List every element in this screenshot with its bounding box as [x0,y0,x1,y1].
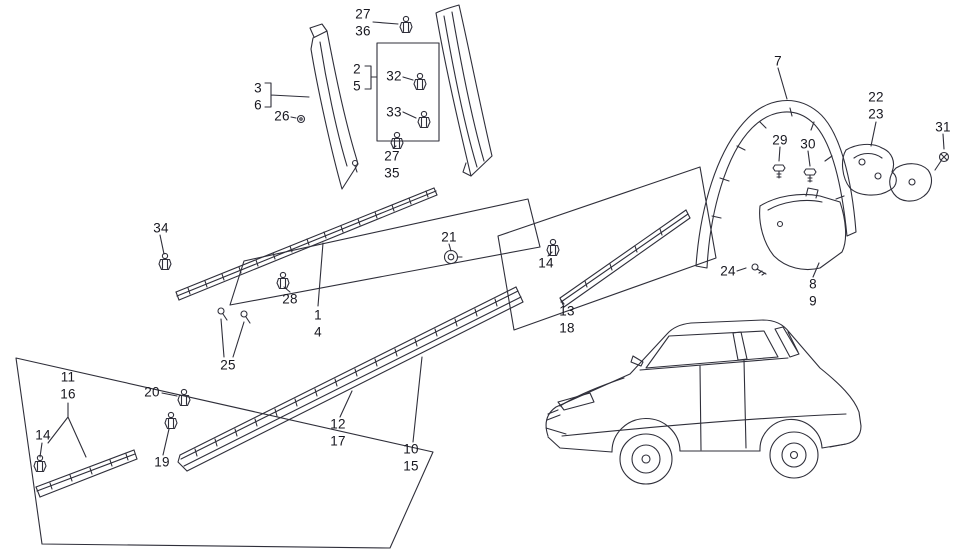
part-callout-27-b[interactable]: 27 [384,148,400,164]
part-callout-19[interactable]: 19 [154,454,170,470]
part-callout-14-a[interactable]: 14 [538,255,554,271]
clip-fastener-icon [276,271,290,290]
part-callout-14-b[interactable]: 14 [35,427,51,443]
part-callout-16[interactable]: 16 [60,386,76,402]
nut-icon [803,168,817,183]
part-callout-29[interactable]: 29 [772,132,788,148]
mud-guard [736,187,847,278]
part-callout-32[interactable]: 32 [386,68,402,84]
part-callout-6[interactable]: 6 [254,97,262,113]
clip-fastener-icon [399,15,413,34]
part-callout-9[interactable]: 9 [809,293,817,309]
group-box-rear-door [497,166,717,331]
part-callout-17[interactable]: 17 [330,433,346,449]
part-callout-24[interactable]: 24 [720,263,736,279]
center-pillar-garnish [309,23,359,190]
part-callout-1[interactable]: 1 [314,307,322,323]
part-callout-18[interactable]: 18 [559,320,575,336]
group-box-front [15,357,434,549]
part-callout-20[interactable]: 20 [144,384,160,400]
part-callout-34[interactable]: 34 [153,220,169,236]
clip-34-leader [159,234,165,255]
part-callout-21[interactable]: 21 [441,229,457,245]
clip-fastener-icon [417,110,431,129]
part-callout-30[interactable]: 30 [800,136,816,152]
clip-group-box [364,21,440,149]
wheel-arch-protector [695,67,857,269]
part-callout-36[interactable]: 36 [355,23,371,39]
part-callout-35[interactable]: 35 [384,165,400,181]
part-callout-12[interactable]: 12 [330,416,346,432]
part-callout-3[interactable]: 3 [254,80,262,96]
clip-fastener-icon [177,388,191,407]
part-callout-23[interactable]: 23 [868,106,884,122]
nut-icon [772,164,786,179]
part-callout-28[interactable]: 28 [282,291,298,307]
upper-door-molding [175,187,438,307]
clip-fastener-icon [413,72,427,91]
part-callout-13[interactable]: 13 [559,303,575,319]
screw-icon [751,263,767,276]
side-sill-molding [177,286,524,472]
part-callout-11[interactable]: 11 [60,369,76,385]
part-callout-4[interactable]: 4 [314,324,322,340]
part-callout-7[interactable]: 7 [774,53,782,69]
part-callout-33[interactable]: 33 [386,104,402,120]
clip-fastener-icon [158,252,172,271]
part-callout-26[interactable]: 26 [274,108,290,124]
clip-fastener-icon [33,454,47,473]
fastener-leaders [778,133,950,171]
pillar-leaders [264,82,310,124]
part-callout-5[interactable]: 5 [353,78,361,94]
part-callout-8[interactable]: 8 [809,276,817,292]
fender-bracket-parts [841,121,933,202]
clip-fastener-icon [546,238,560,257]
rear-pillar-garnish [435,4,493,177]
part-callout-2[interactable]: 2 [353,61,361,77]
part-callout-27-a[interactable]: 27 [355,6,371,22]
part-callout-15[interactable]: 15 [403,458,419,474]
part-callout-25[interactable]: 25 [220,357,236,373]
part-callout-10[interactable]: 10 [403,441,419,457]
group-box-door-clips [217,198,541,358]
clip-fastener-icon [164,411,178,430]
part-callout-31[interactable]: 31 [935,119,951,135]
car-illustration [545,319,862,485]
part-callout-22[interactable]: 22 [868,89,884,105]
